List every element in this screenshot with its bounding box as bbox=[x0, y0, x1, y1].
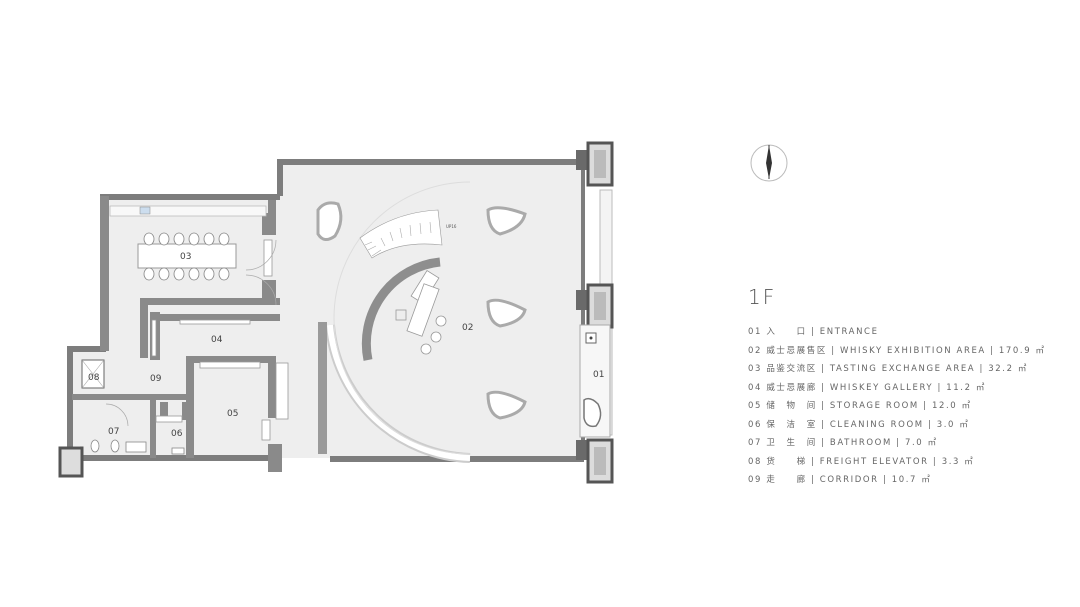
room-label-09: 09 bbox=[150, 374, 162, 384]
room-label-08: 08 bbox=[88, 373, 100, 383]
bathroom-fixtures bbox=[90, 439, 185, 455]
legend-item: 01 入 口 | ENTRANCE bbox=[748, 327, 879, 337]
curved-counter-wall bbox=[361, 257, 441, 361]
room-label-04: 04 bbox=[211, 335, 223, 345]
right-facade bbox=[576, 141, 614, 484]
floor-title: 1F bbox=[748, 285, 777, 309]
legend-item: 03 品鉴交流区 | TASTING EXCHANGE AREA | 32.2 … bbox=[748, 364, 1029, 374]
room-label-07: 07 bbox=[108, 427, 119, 437]
legend-item: 05 储 物 间 | STORAGE ROOM | 12.0 ㎡ bbox=[748, 401, 972, 411]
tasting-table bbox=[109, 205, 267, 281]
spiral-staircase bbox=[359, 209, 443, 259]
wall-segment bbox=[100, 196, 109, 351]
door-swings bbox=[105, 239, 277, 427]
display-islands bbox=[316, 201, 527, 420]
legend-item: 09 走 廊 | CORRIDOR | 10.7 ㎡ bbox=[748, 475, 932, 485]
gallery-shelves bbox=[151, 319, 289, 420]
room-legend: 01 入 口 | ENTRANCE 02 威士忌展售区 | WHISKY EXH… bbox=[748, 325, 1046, 492]
room-label-06: 06 bbox=[171, 429, 183, 439]
room-label-05: 05 bbox=[227, 409, 238, 419]
curved-display-wall bbox=[318, 322, 471, 463]
legend-item: 07 卫 生 间 | BATHROOM | 7.0 ㎡ bbox=[748, 438, 938, 448]
legend-item: 08 货 梯 | FREIGHT ELEVATOR | 3.3 ㎡ bbox=[748, 456, 975, 467]
floor-area bbox=[72, 165, 582, 458]
circular-platform-line bbox=[333, 181, 471, 455]
legend-item: 02 威士忌展售区 | WHISKY EXHIBITION AREA | 170… bbox=[748, 345, 1046, 356]
room-label-01: 01 bbox=[593, 370, 604, 380]
legend-item: 06 保 洁 室 | CLEANING ROOM | 3.0 ㎡ bbox=[748, 419, 970, 430]
legend-item: 04 威士忌展廊 | WHISKEY GALLERY | 11.2 ㎡ bbox=[748, 382, 987, 393]
central-bar bbox=[395, 270, 447, 355]
stair-up-label: UP16 bbox=[446, 224, 457, 229]
room-label-03: 03 bbox=[180, 252, 191, 262]
north-arrow-icon bbox=[750, 144, 788, 182]
door-openings bbox=[155, 239, 273, 441]
freight-elevator bbox=[58, 359, 105, 478]
room-label-02: 02 bbox=[462, 323, 473, 333]
